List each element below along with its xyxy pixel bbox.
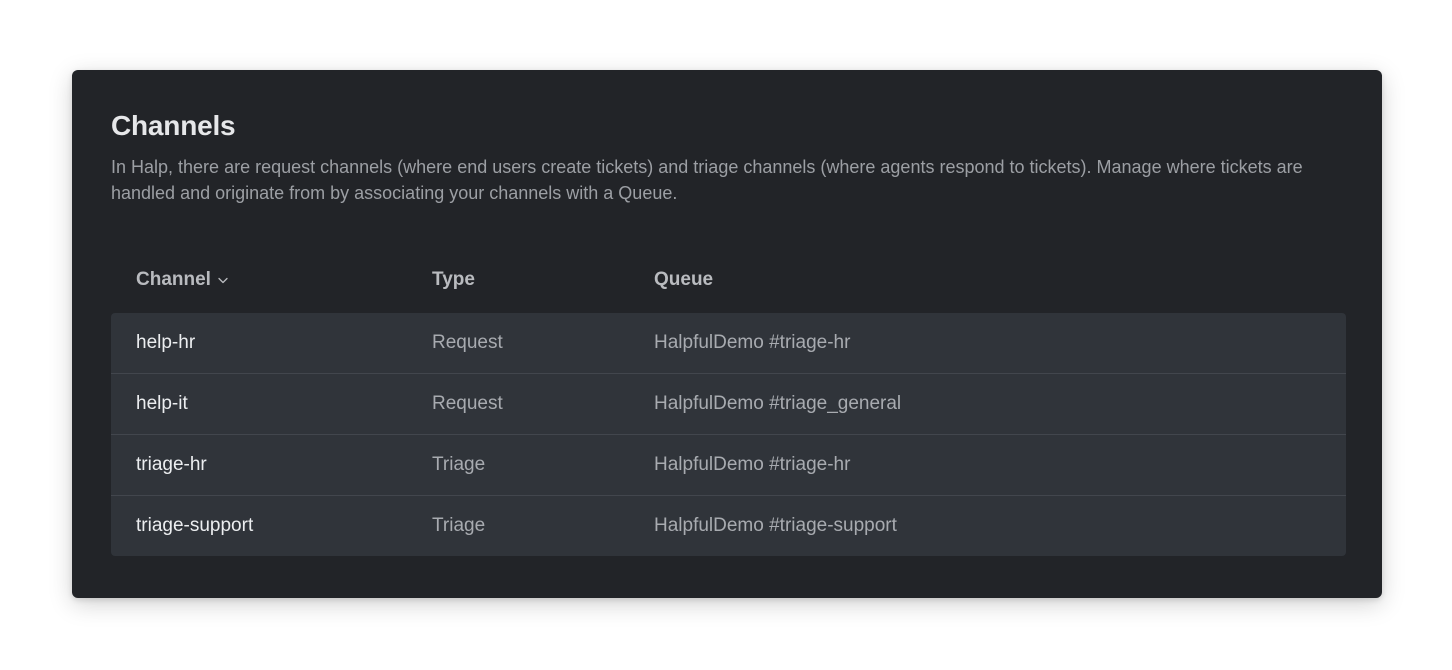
- type-cell: Triage: [432, 515, 486, 536]
- queue-cell: HalpfulDemo #triage-hr: [654, 332, 851, 353]
- table-row[interactable]: help-hr Request HalpfulDemo #triage-hr: [111, 313, 1346, 374]
- channels-panel: Channels In Halp, there are request chan…: [72, 70, 1382, 598]
- table-header: Channel Type Queue: [111, 250, 1346, 310]
- section-description: In Halp, there are request channels (whe…: [111, 157, 1303, 203]
- type-cell: Request: [432, 393, 503, 414]
- chevron-down-icon: [218, 277, 228, 284]
- channels-table: Channel Type Queue help-hr Request Halpf…: [111, 250, 1346, 556]
- type-cell: Request: [432, 332, 503, 353]
- queue-cell: HalpfulDemo #triage_general: [654, 393, 902, 414]
- header-channel-cell: Channel: [111, 269, 432, 291]
- queue-cell: HalpfulDemo #triage-hr: [654, 454, 851, 475]
- channel-cell: triage-hr: [136, 454, 207, 475]
- section-title: Channels: [111, 110, 236, 141]
- sort-by-channel-button[interactable]: Channel: [136, 269, 229, 291]
- channel-cell: triage-support: [136, 515, 254, 536]
- queue-cell: HalpfulDemo #triage-support: [654, 515, 897, 536]
- channel-cell: help-it: [136, 393, 188, 414]
- table-row[interactable]: triage-hr Triage HalpfulDemo #triage-hr: [111, 435, 1346, 496]
- type-cell: Triage: [432, 454, 486, 475]
- header-type-label: Type: [432, 269, 475, 290]
- table-row[interactable]: help-it Request HalpfulDemo #triage_gene…: [111, 374, 1346, 435]
- channel-cell: help-hr: [136, 332, 196, 353]
- table-body: help-hr Request HalpfulDemo #triage-hr h…: [111, 313, 1346, 556]
- table-row[interactable]: triage-support Triage HalpfulDemo #triag…: [111, 496, 1346, 556]
- header-channel-label: Channel: [136, 269, 211, 290]
- header-queue-label: Queue: [654, 269, 714, 290]
